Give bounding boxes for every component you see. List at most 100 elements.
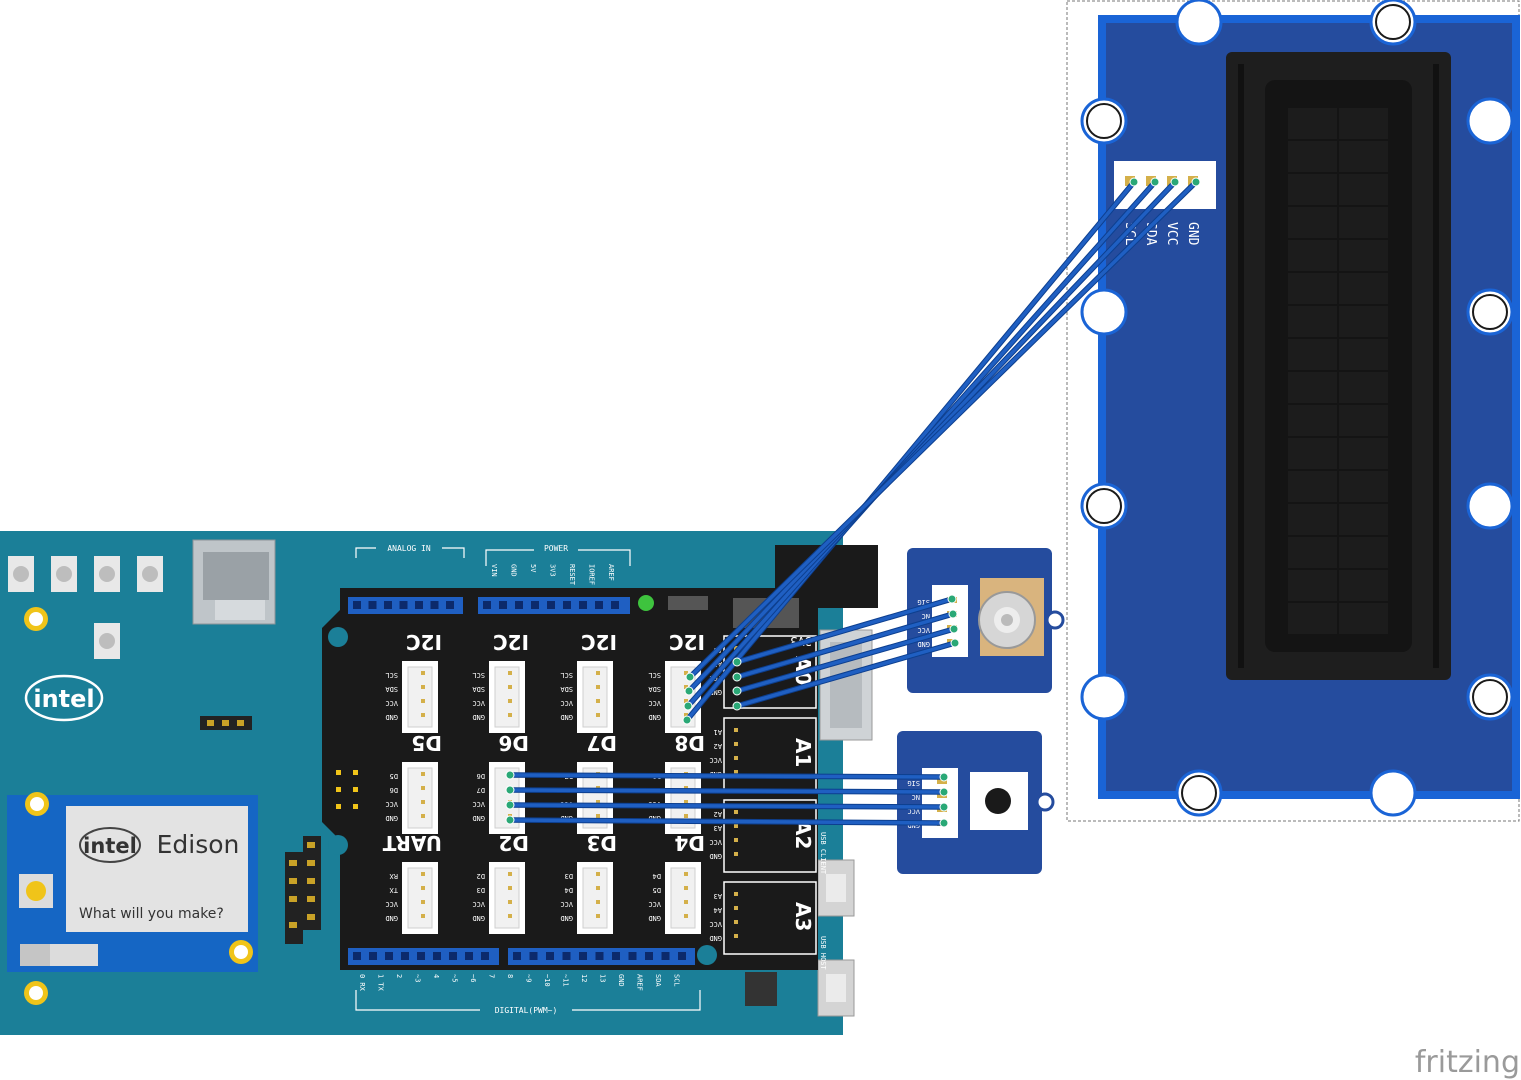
- lcd-screen: [1265, 80, 1412, 652]
- edison-shield-can: [66, 806, 248, 932]
- header-pin: [385, 952, 393, 960]
- digital-pin-label: AREF: [636, 974, 644, 991]
- wire-end: [505, 770, 515, 780]
- header-pin: [611, 601, 619, 609]
- connector-label: D8: [674, 731, 705, 755]
- lcd-cell: [1288, 438, 1337, 469]
- header-pin: [449, 952, 457, 960]
- lcd-character-cells: [1288, 108, 1388, 634]
- lcd-cell: [1339, 108, 1388, 139]
- digital-pin-label: SCL: [673, 974, 681, 987]
- analog-in-label: ANALOG IN: [387, 544, 431, 553]
- lcd-cell: [1339, 240, 1388, 271]
- pin-label: TX: [389, 886, 398, 894]
- pin-label: SDA: [472, 685, 485, 693]
- header-pin: [353, 601, 361, 609]
- lcd-cell: [1339, 603, 1388, 634]
- lcd-cell: [1288, 273, 1337, 304]
- edison-module: intel Edison What will you make?: [7, 792, 258, 972]
- header-pin: [446, 601, 454, 609]
- lcd-pin-label: GND: [1185, 222, 1200, 246]
- header-pin: [417, 952, 425, 960]
- connector-label: A1: [791, 738, 815, 767]
- fritzing-watermark: fritzing: [1415, 1045, 1520, 1080]
- power-pin-label: GND: [510, 564, 518, 577]
- pin-label: GND: [385, 814, 398, 822]
- pin-label: D5: [653, 886, 661, 894]
- wire-end: [732, 672, 742, 682]
- button-pin-label: SIG: [907, 779, 920, 787]
- pin-label: GND: [648, 713, 661, 721]
- digital-pin-label: 4: [432, 974, 440, 978]
- lcd-cell: [1339, 504, 1388, 535]
- lcd-cell: [1288, 471, 1337, 502]
- wire-end: [683, 701, 693, 711]
- header-pin: [645, 952, 653, 960]
- header-pin: [433, 952, 441, 960]
- icsp-headers: [285, 836, 321, 944]
- connector-label: I2C: [581, 630, 617, 654]
- header-pin: [353, 952, 361, 960]
- usb-connectors: USB CLIENT USB HOST: [817, 832, 855, 1017]
- wire: [688, 180, 1198, 679]
- header-pin: [678, 952, 686, 960]
- lcd-cell: [1339, 372, 1388, 403]
- power-pin-label: 3V3: [549, 564, 557, 577]
- pin-label: GND: [709, 688, 722, 696]
- lcd-cell: [1288, 405, 1337, 436]
- intel-logo: intel: [24, 674, 104, 722]
- connector-label: D6: [498, 731, 529, 755]
- wire-end: [947, 594, 957, 604]
- pin-label: D7: [477, 786, 485, 794]
- wire-end: [939, 802, 949, 812]
- pin-label: SDA: [385, 685, 398, 693]
- pin-label: GND: [648, 914, 661, 922]
- wire: [508, 818, 946, 825]
- pin-label: A4: [714, 906, 722, 914]
- wire-end: [1170, 177, 1180, 187]
- connector-label: A2: [791, 820, 815, 849]
- digital-label: DIGITAL(PWM~): [495, 1006, 558, 1015]
- connector-label: A3: [791, 902, 815, 931]
- pin-label: D4: [565, 886, 573, 894]
- pin-label: VCC: [560, 699, 573, 707]
- wire-end: [505, 815, 515, 825]
- pin-label: GND: [560, 713, 573, 721]
- lcd-cell: [1339, 306, 1388, 337]
- wire: [735, 597, 954, 664]
- digital-pin-label: ~9: [525, 974, 533, 982]
- edison-name-text: Edison: [157, 830, 240, 859]
- header-pin: [499, 601, 507, 609]
- lcd-cell: [1288, 603, 1337, 634]
- lcd-cell: [1288, 339, 1337, 370]
- wire-end: [732, 657, 742, 667]
- wire: [508, 788, 946, 794]
- pin-label: VCC: [385, 800, 398, 808]
- lcd-cell: [1339, 537, 1388, 568]
- connector-label: D2: [498, 831, 529, 855]
- pin-label: A3: [714, 892, 722, 900]
- pin-label: GND: [560, 914, 573, 922]
- reset-switch: [745, 972, 777, 1006]
- header-pin: [612, 952, 620, 960]
- digital-pin-label: 12: [580, 974, 588, 982]
- digital-pin-label: ~6: [469, 974, 477, 982]
- digital-pin-label: ~5: [451, 974, 459, 982]
- pin-label: VCC: [385, 699, 398, 707]
- lcd-cell: [1339, 570, 1388, 601]
- header-pin: [661, 952, 670, 960]
- wire-end: [949, 624, 959, 634]
- edison-tagline-text: What will you make?: [79, 906, 224, 922]
- lcd-cell: [1339, 339, 1388, 370]
- header-pin: [430, 601, 439, 609]
- power-pin-label: 5V: [529, 564, 537, 573]
- header-pin: [579, 601, 587, 609]
- pin-label: VCC: [709, 838, 722, 846]
- connector-label: UART: [382, 831, 442, 855]
